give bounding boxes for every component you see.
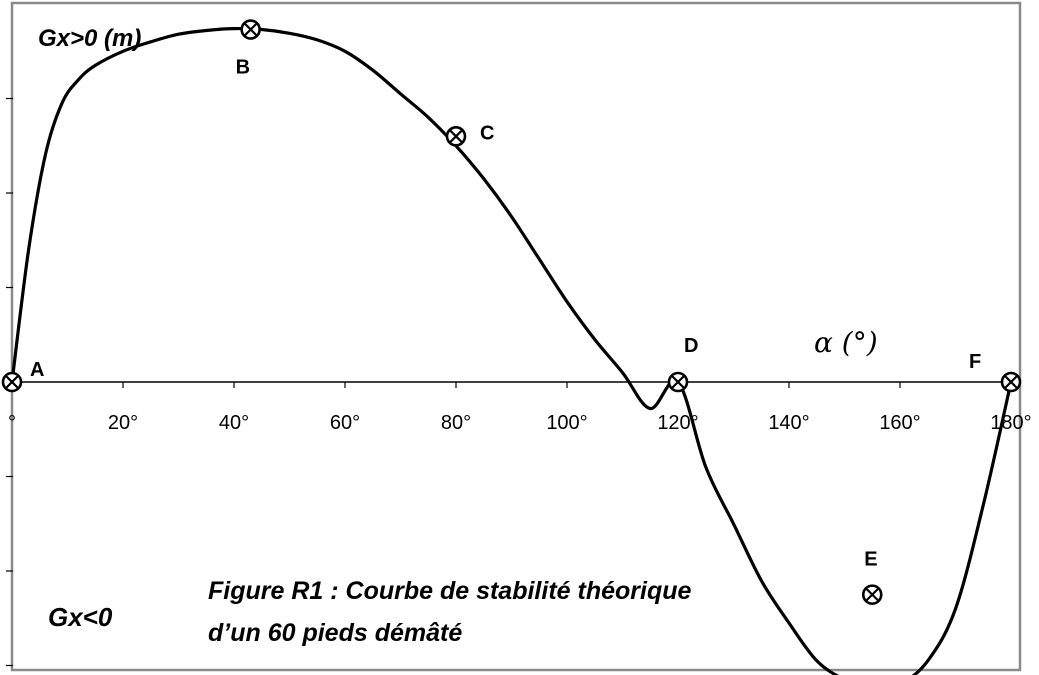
- negative-region-label: Gx<0: [48, 602, 113, 632]
- x-tick-label: 20°: [108, 412, 138, 434]
- x-tick-label: 180°: [990, 412, 1031, 434]
- point-label-e: E: [864, 549, 877, 571]
- x-tick-label: 80°: [441, 412, 471, 434]
- y-axis-label: Gx>0 (m): [38, 25, 141, 52]
- point-marker-d: [667, 371, 689, 393]
- point-marker-a: [1, 371, 23, 393]
- point-label-f: F: [969, 351, 981, 373]
- x-tick-label: 40°: [219, 412, 249, 434]
- point-label-c: C: [480, 122, 494, 144]
- point-marker-c: [445, 126, 467, 147]
- point-marker-e: [861, 584, 883, 605]
- point-marker-b: [240, 19, 261, 40]
- point-label-b: B: [236, 57, 250, 79]
- x-tick-label: 120°: [657, 412, 698, 434]
- x-tick-label: 100°: [546, 412, 587, 434]
- x-tick-label: °: [8, 412, 16, 434]
- point-marker-f: [1000, 371, 1022, 393]
- x-tick-label: 160°: [879, 412, 920, 434]
- point-label-d: D: [684, 335, 698, 357]
- stability-curve: [10, 26, 1013, 675]
- plot-frame: [10, 1, 1022, 672]
- x-axis-label: α (°): [814, 326, 878, 359]
- x-tick-label: 60°: [330, 412, 360, 434]
- figure-caption-line-2: d’un 60 pieds démâté: [208, 619, 462, 647]
- point-label-a: A: [30, 359, 44, 381]
- x-tick-label: 140°: [768, 412, 809, 434]
- figure-caption-line-1: Figure R1 : Courbe de stabilité théoriqu…: [208, 577, 691, 605]
